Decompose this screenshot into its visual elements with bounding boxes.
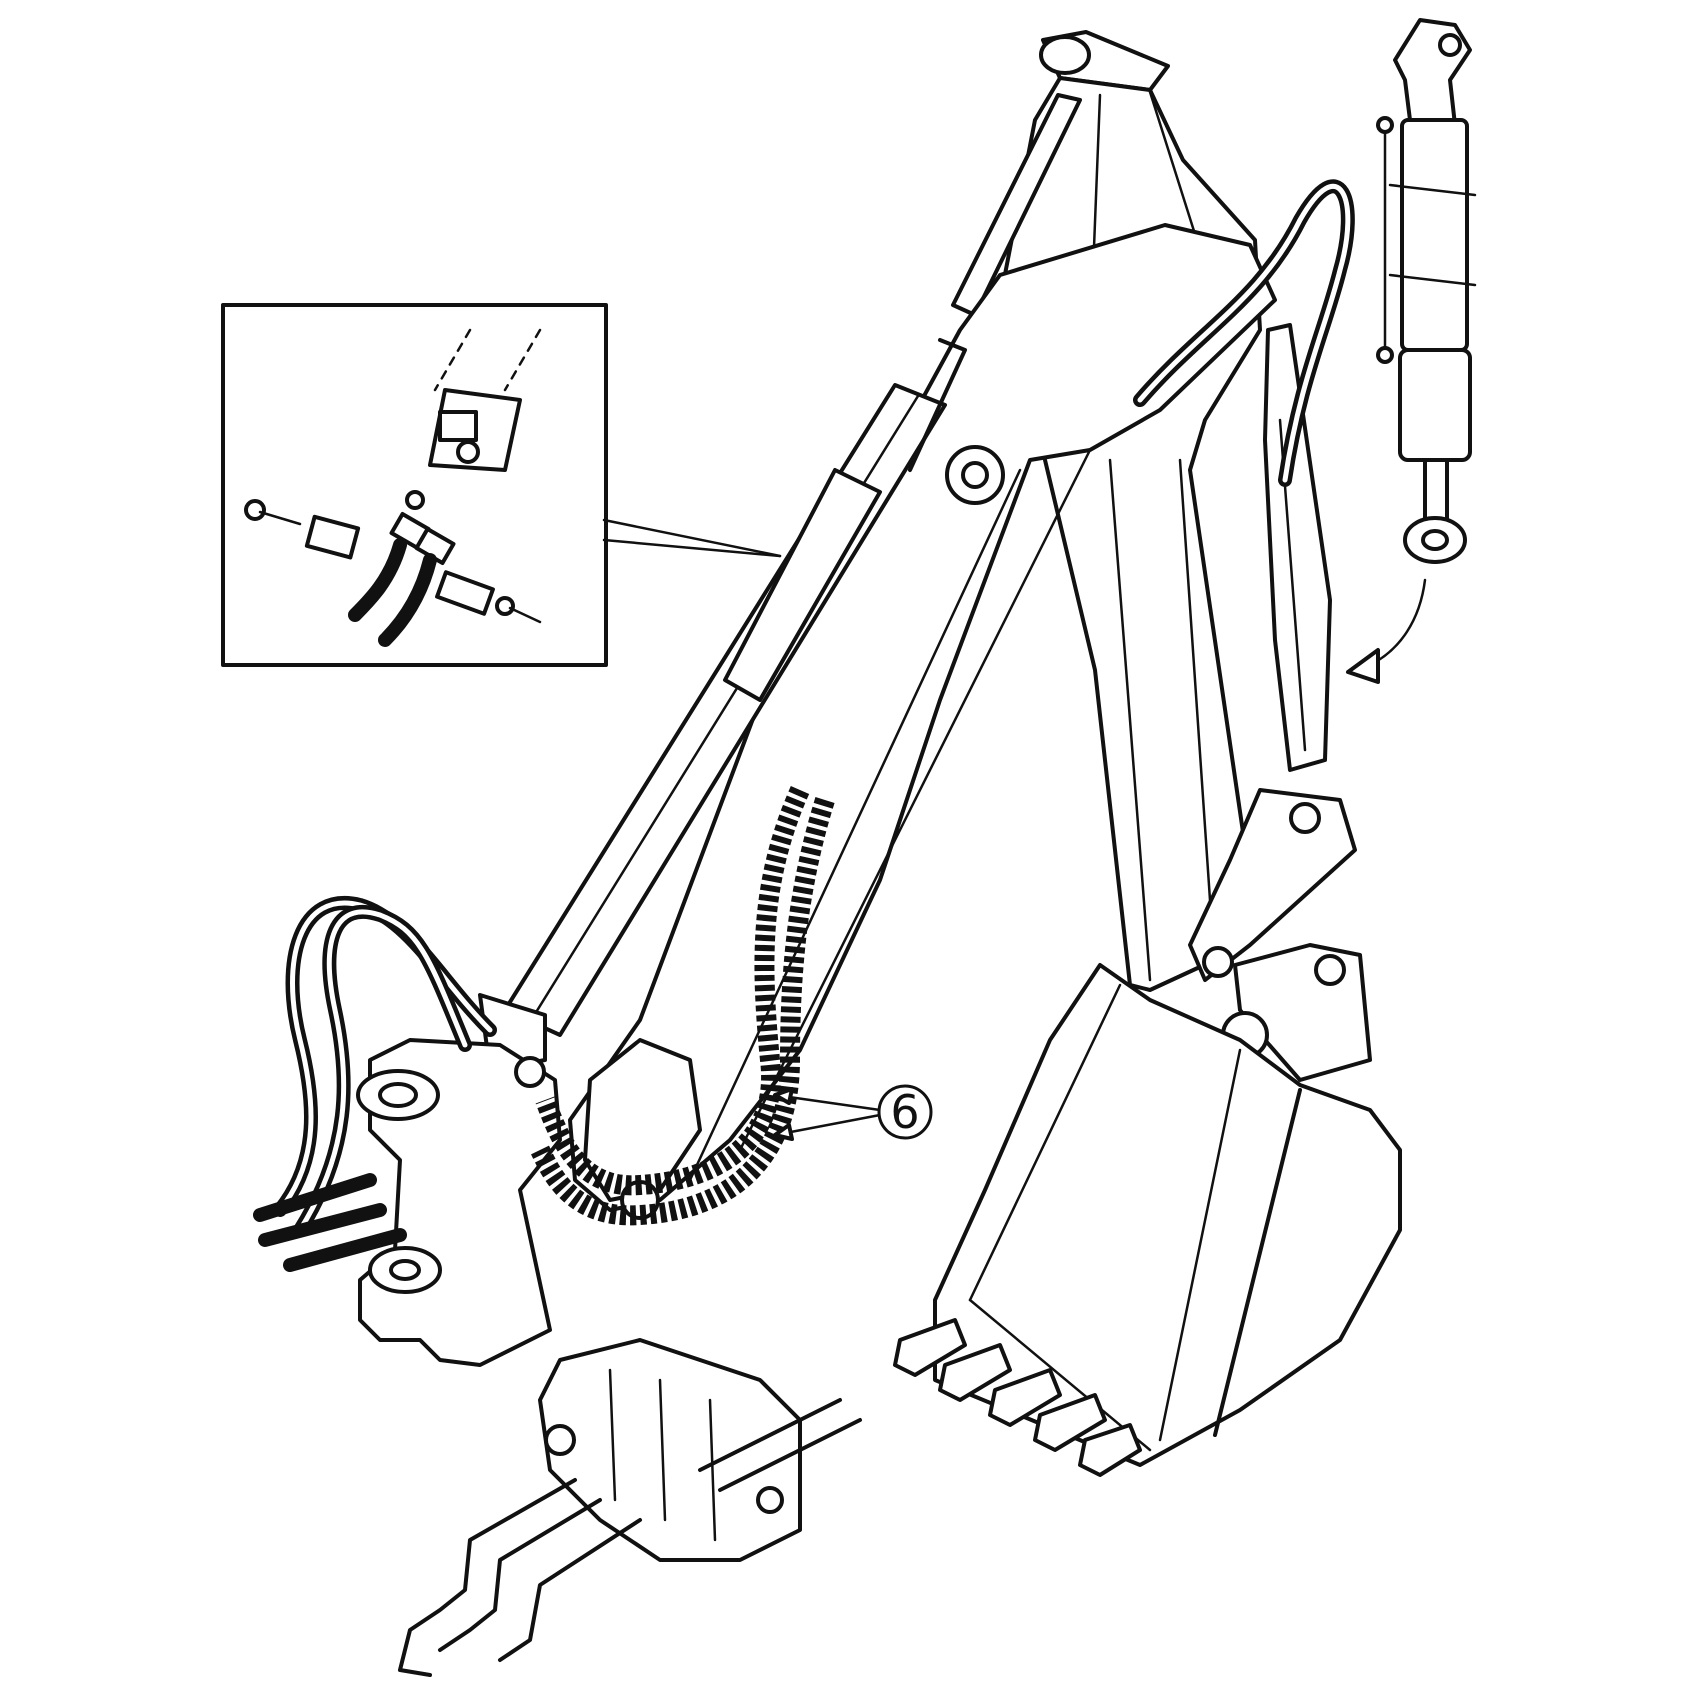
hydraulic-hoses [253, 179, 1355, 1272]
bucket [893, 963, 1402, 1477]
cylinder-detail [1346, 18, 1477, 684]
callout-label: 6 [890, 1085, 919, 1139]
dipper-cylinder [1263, 323, 1332, 772]
control-valve [398, 1338, 862, 1677]
swing-post [356, 1038, 562, 1367]
callout-circle [877, 1084, 933, 1140]
corrugated-hose [531, 785, 835, 1226]
boom-cylinder [478, 338, 1005, 1072]
inset-detail [221, 303, 782, 667]
callout-6: 6 [773, 1084, 933, 1141]
